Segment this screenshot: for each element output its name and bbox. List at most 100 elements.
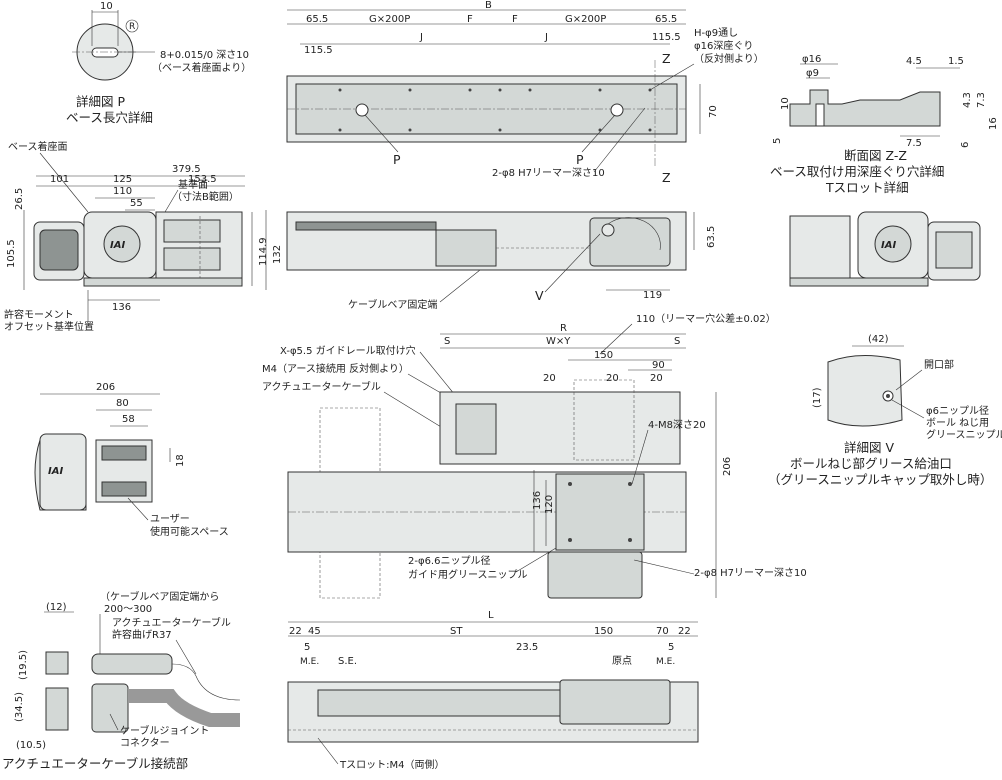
nipple-v-2: ボール ねじ用 [926,417,989,429]
cable-joint-view: (12) (19.5) (34.5) (10.5) （ケーブルベア固定端から 2… [2,590,241,771]
dim-18: 18 [175,454,186,467]
ref-range: （寸法B範囲） [172,190,239,203]
nipple-v-3: グリースニップル [926,428,1002,441]
dim-j-1: J [419,32,423,43]
section-subtitle: ベース取付け用深座ぐり穴詳細 [770,164,944,179]
slider-top-view: R 110（リーマー穴公差±0.02） S W×Y S 150 90 20 20… [262,312,807,599]
top-view: B 65.5 G×200P F F G×200P 65.5 115.5 J J … [286,0,764,185]
dim-r: R [560,323,567,334]
detail-p-title: 詳細図 P [76,94,125,109]
label-r: R [129,22,135,32]
h-hole-1: H-φ9通し [694,27,738,39]
dim-1-5: 1.5 [948,56,964,67]
user-space-view: 206 80 58 IAI 18 ユーザー 使用可能スペース [34,382,229,538]
dim-20-b: 20 [606,373,619,384]
dim-10: 10 [100,1,113,12]
detail-p-subtitle: ベース長穴詳細 [66,110,153,125]
dim-132: 132 [272,245,283,264]
dim-206: 206 [722,457,733,476]
dim-63-5: 63.5 [706,226,717,248]
dim-65-5-right: 65.5 [655,14,677,25]
dim-45: 45 [308,626,321,637]
phi9: φ9 [806,68,819,79]
dim-17: (17) [812,387,823,408]
me-left: M.E. [300,657,319,667]
cable-note-2: 200～300 [104,604,152,615]
dim-j-2: J [544,32,548,43]
me-right: M.E. [656,657,675,667]
act-cable-label: アクチュエーターケーブル [262,380,381,393]
dim-136: 136 [112,302,131,313]
detail-v: (42) (17) 開口部 φ6ニップル径 ボール ねじ用 グリースニップル 詳… [768,334,1002,487]
dim-s-left: S [444,336,450,347]
dim-g-right: G×200P [565,14,606,25]
detail-v-subtitle: ボールねじ部グリース給油口 [790,456,952,471]
h-hole-2: φ16深座ぐり [694,39,753,52]
cable-joint-title: アクチュエーターケーブル接続部 [2,756,188,771]
end-base [789,215,851,283]
dim-22-right: 22 [678,626,691,637]
dim-206-us: 206 [96,382,115,393]
m4-label: M4（アース接続用 反対側より） [262,362,409,375]
joint-connector-top [45,651,69,675]
moment-label-2: オフセット基準位置 [4,320,94,333]
dim-120: 120 [544,495,555,514]
nipple-label-2: ガイド用グリースニップル [408,568,528,581]
dim-20-c: 20 [650,373,663,384]
dim-42: (42) [868,334,889,345]
bottom-view: L 22 45 ST 150 70 22 5 M.E. S.E. 23.5 原点… [287,610,699,771]
detail-p: 10 R 8+0.015/0 深さ10 （ベース着座面より） 詳細図 P ベース… [66,1,251,125]
dim-153-5: 153.5 [188,174,217,185]
dim-90: 90 [652,360,665,371]
detail-v-title: 詳細図 V [844,440,894,455]
nipple-label: 2-φ6.6ニップル径 [408,554,490,567]
dim-110: 110 [113,186,132,197]
dim-10-5: (10.5) [16,740,46,751]
hole-depth-sub: （ベース着座面より） [152,61,251,74]
us-slider [39,433,87,511]
dim-st: ST [450,626,463,637]
tslot-label: Tスロット:M4（両側） [339,758,444,771]
cable-note-1: （ケーブルベア固定端から [100,590,219,603]
dim-b: B [485,0,492,11]
dim-7-5-sec: 7.5 [906,138,922,149]
dim-7-3: 7.3 [976,92,987,108]
dim-s-right: S [674,336,680,347]
h-hole-3: （反対側より） [694,52,764,65]
dim-58: 58 [122,414,135,425]
dim-16-sec: 16 [988,117,999,130]
dim-5-sec: 5 [772,138,783,144]
dim-65-5-left: 65.5 [306,14,328,25]
se-label: S.E. [338,656,357,667]
dim-80: 80 [116,398,129,409]
detail-v-subtitle-2: （グリースニップルキャップ取外し時） [768,472,992,487]
seat-label: ベース着座面 [8,140,68,153]
dim-125: 125 [113,174,132,185]
joint-label-1: ケーブルジョイント [120,724,209,737]
label-p-2: P [576,152,584,167]
dim-105-5: 105.5 [6,239,17,268]
end-logo: IAI [881,240,896,251]
dim-f-2: F [512,14,518,25]
motor-end-cap [39,229,79,271]
dim-19-5: (19.5) [18,650,29,680]
m8-label: 4-M8深さ20 [648,419,706,431]
origin-label: 原点 [612,655,632,667]
cable-note-4: 許容曲げR37 [112,628,172,641]
ref-surface: 基準面 [178,178,208,191]
front-view: 63.5 119 V ケーブルベア固定端 [286,211,717,311]
opening-label: 開口部 [924,358,954,371]
dim-4-3: 4.3 [962,92,973,108]
dim-5-left: 5 [304,642,310,653]
dim-6-sec: 6 [960,142,971,148]
phi16: φ16 [802,54,821,65]
dim-115-5-left: 115.5 [304,45,333,56]
dim-10-sec: 10 [780,97,791,110]
dim-101: 101 [50,174,69,185]
cable-fix-label: ケーブルベア固定端 [348,298,437,311]
user-space-label: ユーザー [150,513,190,525]
moment-label: 許容モーメント [4,308,74,321]
dim-70-bottom: 70 [656,626,669,637]
slot-hole [91,47,119,58]
